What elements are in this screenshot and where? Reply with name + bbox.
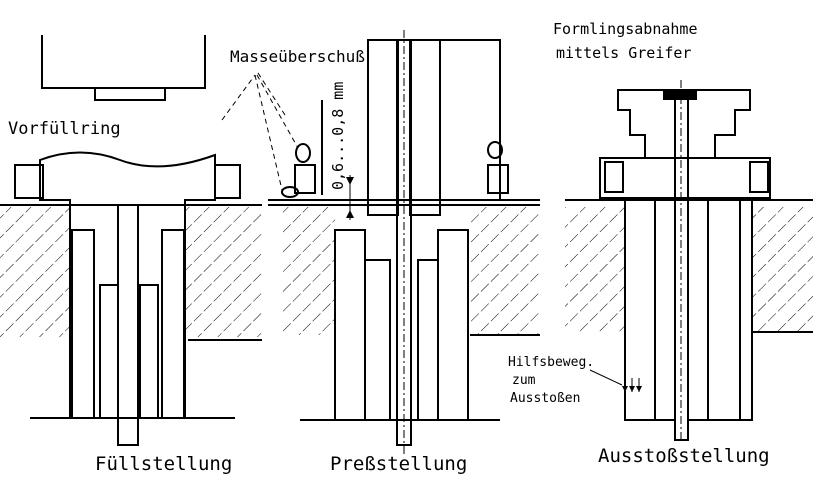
prefill-ring-left	[14, 164, 44, 199]
lower-punch-inner-right	[417, 259, 439, 421]
excess-mass-top	[295, 143, 311, 163]
lower-punch-inner-left	[99, 284, 119, 419]
fill-position-title: Füllstellung	[95, 453, 232, 475]
lower-punch-inner-left	[364, 259, 391, 421]
excess-mass-label: Masseüberschuß	[230, 47, 365, 66]
die-body-right	[752, 207, 813, 332]
removal-label-line1: Formlingsabnahme	[553, 20, 698, 38]
panel-fill-position: Vorfüllring Füllstellung	[0, 35, 262, 475]
upper-punch-left	[367, 39, 399, 216]
eject-position-title: Ausstoßstellung	[598, 445, 770, 467]
lower-punch-left	[334, 229, 366, 421]
die-body-right	[185, 207, 262, 337]
gripper	[617, 89, 751, 159]
filling-shoe-nozzle	[94, 87, 166, 101]
excess-mass-left	[281, 186, 299, 198]
lower-punch-inner-left	[654, 199, 676, 421]
core-pin	[117, 204, 139, 446]
die-body-left	[0, 207, 70, 337]
press-position-title: Preßstellung	[330, 453, 467, 475]
removal-label-line2: mittels Greifer	[556, 44, 691, 62]
prefill-ring-left	[294, 164, 316, 194]
die-body-left	[565, 207, 625, 332]
lower-punch-inner-right	[139, 284, 159, 419]
lower-punch-inner-right	[687, 199, 709, 421]
die-body-right	[470, 207, 540, 335]
die-body-left	[282, 207, 335, 335]
excess-mass-right	[487, 141, 503, 159]
aux-motion-label-line2: zum	[512, 373, 536, 388]
lower-punch-right	[707, 199, 741, 421]
upper-punch-right	[409, 39, 441, 216]
aux-motion-label-line1: Hilfsbeweg.	[508, 355, 594, 370]
lower-punch-outer-left	[71, 229, 95, 419]
lower-punch-right	[437, 229, 469, 421]
panel-eject-position: Formlingsabnahme mittels Greifer Hilfsbe…	[508, 20, 813, 467]
panel-press-position: 0,6...0,8 mm Masseüberschuß Preßstellung	[221, 30, 540, 475]
upper-punch-outer	[439, 39, 501, 201]
prefill-ring-right	[487, 164, 509, 194]
prefill-ring-right	[214, 164, 241, 199]
filling-shoe	[41, 35, 206, 89]
lower-punch-outer-right	[161, 229, 185, 419]
compact-part	[599, 157, 771, 199]
core-pin	[396, 39, 412, 446]
prefill-ring-label: Vorfüllring	[8, 119, 121, 139]
gap-dimension-label: 0,6...0,8 mm	[329, 82, 347, 190]
aux-motion-label-line3: Ausstoßen	[510, 391, 580, 406]
